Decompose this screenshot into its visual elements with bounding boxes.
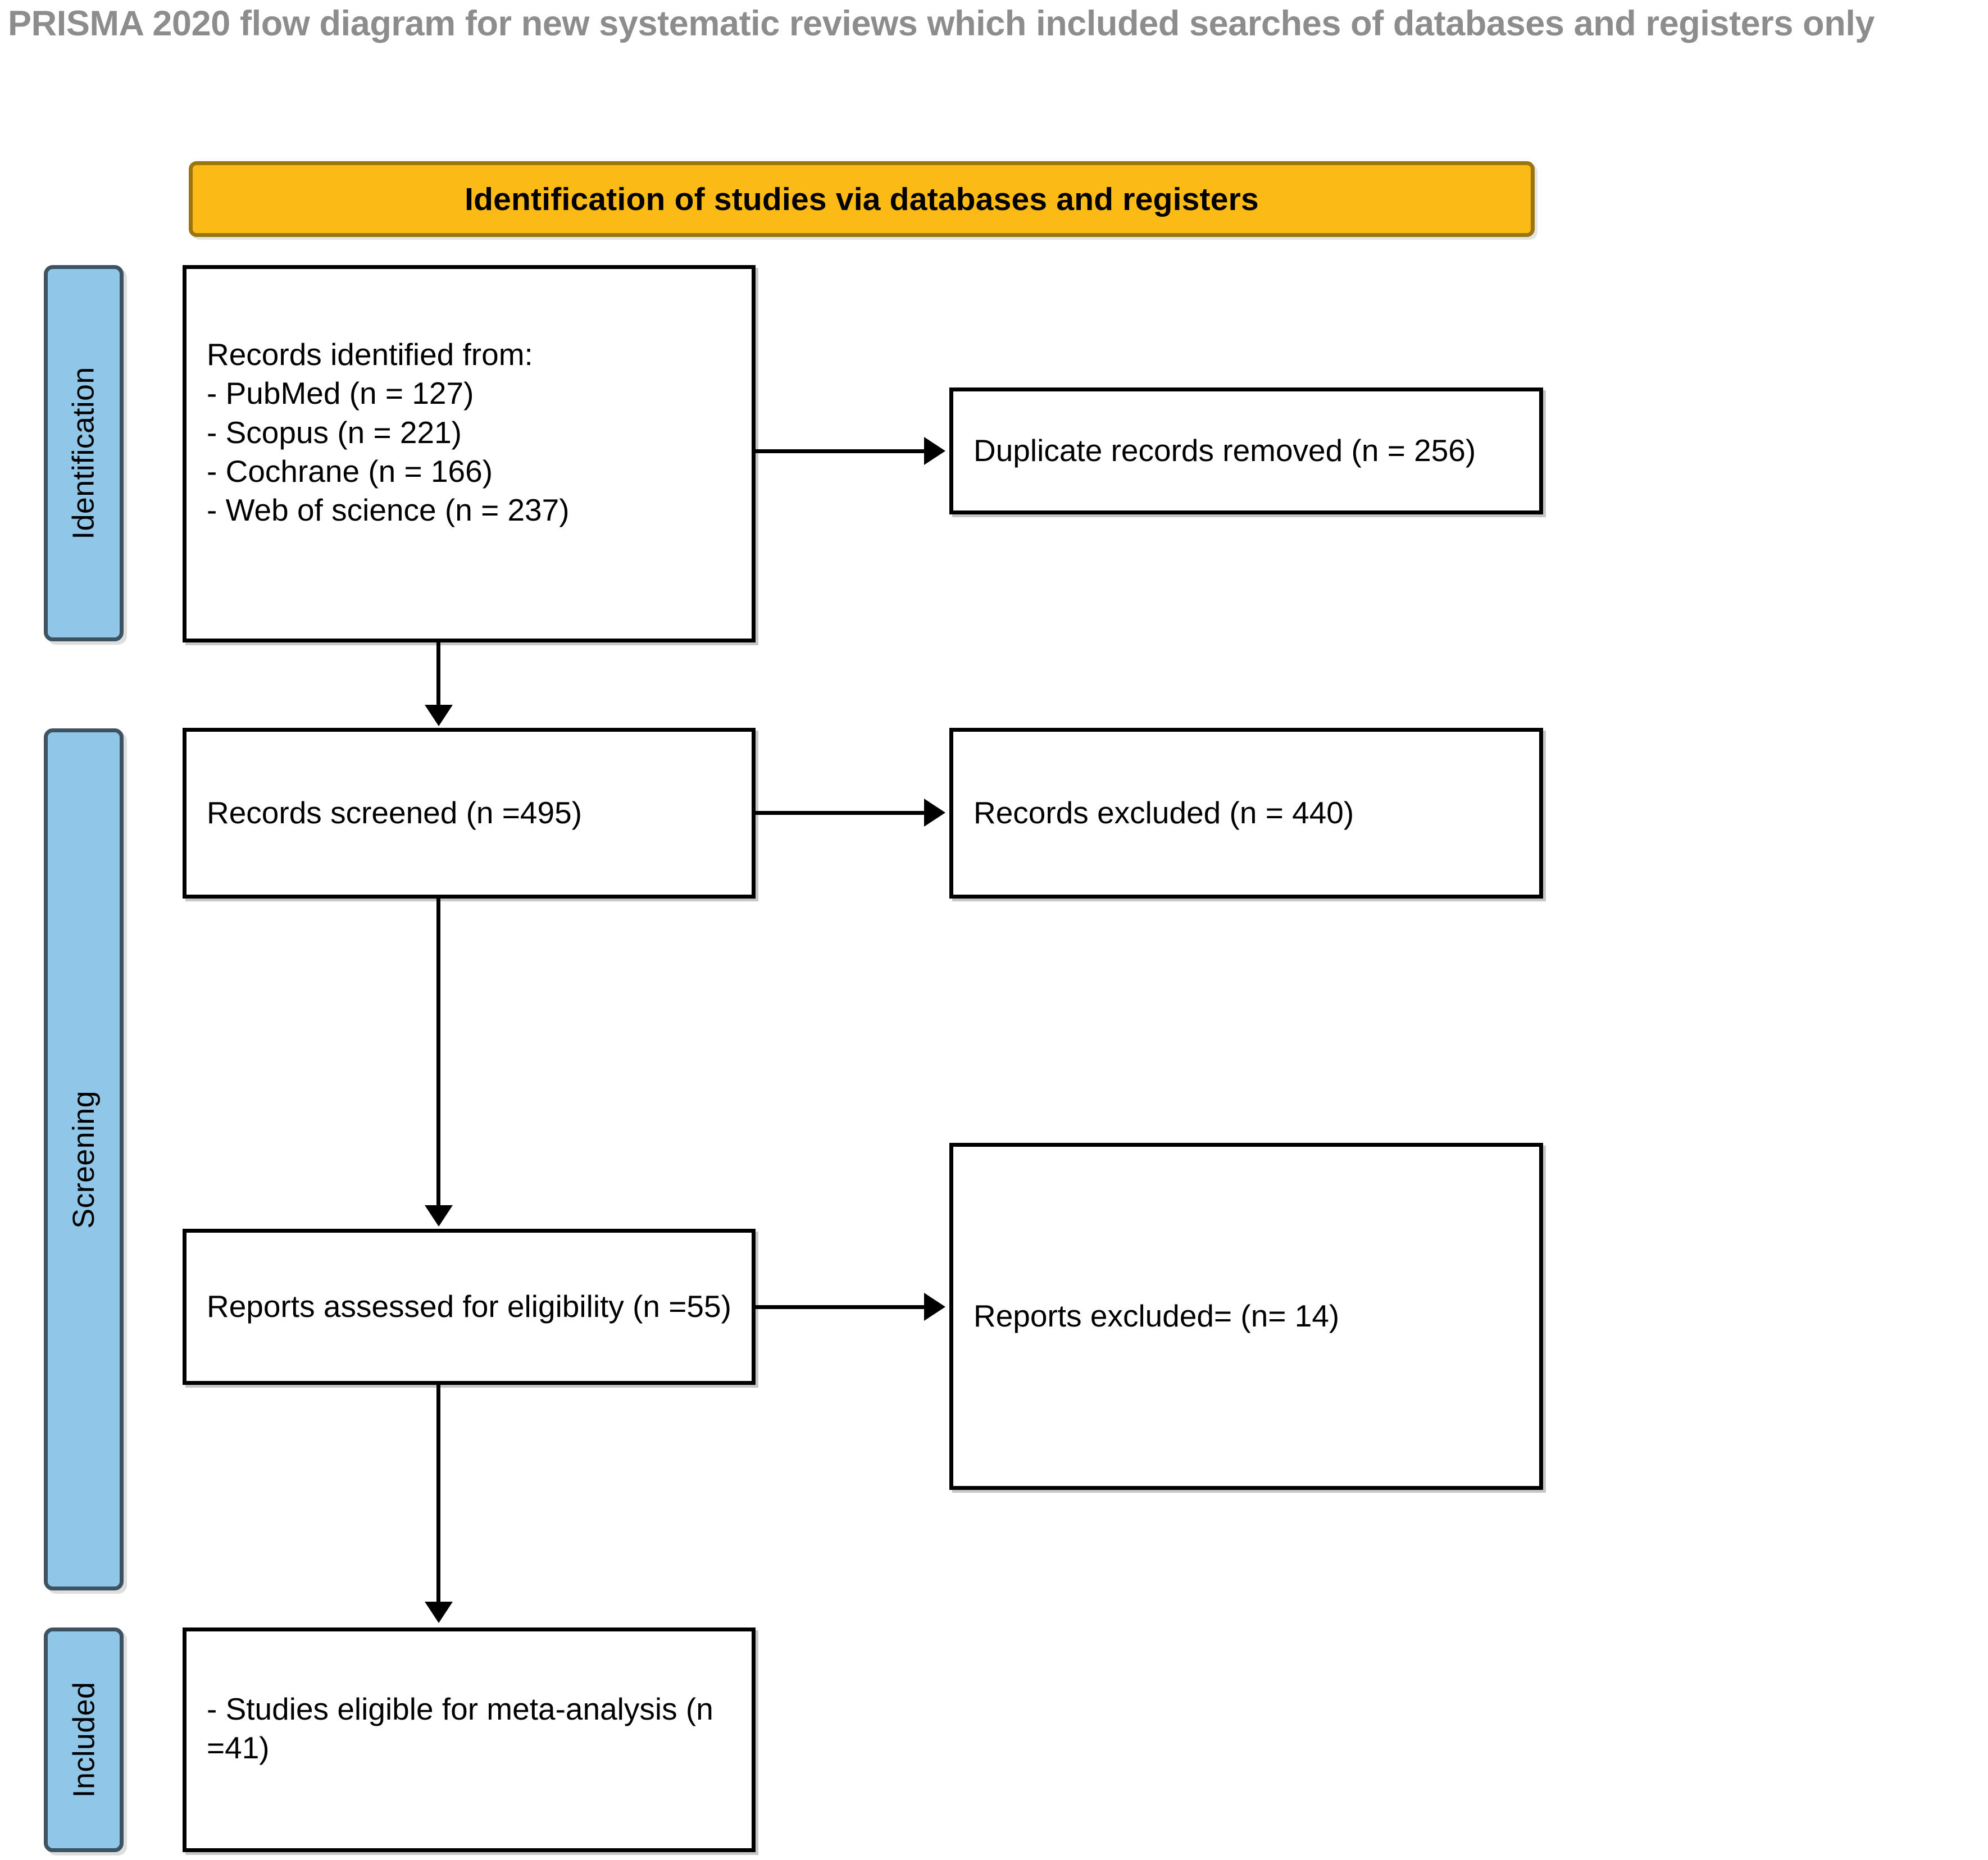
stage-bar-identification: Identification (44, 265, 124, 641)
node-records-identified-text: Records identified from: - PubMed (n = 1… (207, 337, 570, 528)
arrowhead-screened-to-assessed (425, 1205, 453, 1227)
node-reports-assessed-text: Reports assessed for eligibility (n =55) (207, 1289, 731, 1324)
arrowhead-identified-to-duplicates (924, 437, 945, 465)
arrowhead-identified-to-screened (425, 705, 453, 726)
arrowhead-assessed-to-eligible (425, 1602, 453, 1623)
node-records-excluded-text: Records excluded (n = 440) (973, 795, 1354, 831)
node-records-identified: Records identified from: - PubMed (n = 1… (183, 265, 756, 642)
node-duplicates-removed-text: Duplicate records removed (n = 256) (973, 433, 1476, 468)
connector-screened-to-excluded (756, 811, 924, 815)
stage-bar-screening: Screening (44, 728, 124, 1590)
node-studies-eligible: - Studies eligible for meta-analysis (n … (183, 1628, 756, 1852)
node-reports-assessed: Reports assessed for eligibility (n =55) (183, 1229, 756, 1385)
arrowhead-screened-to-excluded (924, 799, 945, 827)
stage-label-included: Included (67, 1681, 101, 1798)
node-records-excluded: Records excluded (n = 440) (949, 728, 1543, 899)
node-reports-excluded: Reports excluded= (n= 14) (949, 1143, 1543, 1490)
node-records-screened-text: Records screened (n =495) (207, 795, 583, 831)
connector-assessed-to-reports-excluded (756, 1305, 924, 1309)
page-title: PRISMA 2020 flow diagram for new systema… (8, 4, 1875, 43)
stage-label-screening: Screening (67, 1090, 101, 1229)
node-duplicates-removed: Duplicate records removed (n = 256) (949, 388, 1543, 514)
stage-bar-included: Included (44, 1628, 124, 1852)
connector-identified-to-screened (436, 642, 440, 707)
stage-label-identification: Identification (67, 367, 101, 540)
connector-assessed-to-eligible (436, 1385, 440, 1604)
node-studies-eligible-text: - Studies eligible for meta-analysis (n … (207, 1692, 713, 1766)
phase-banner-label: Identification of studies via databases … (465, 181, 1259, 217)
node-records-screened: Records screened (n =495) (183, 728, 756, 899)
connector-identified-to-duplicates (756, 449, 924, 453)
connector-screened-to-assessed (436, 899, 440, 1207)
arrowhead-assessed-to-reports-excluded (924, 1293, 945, 1321)
phase-banner-identification: Identification of studies via databases … (189, 161, 1535, 237)
node-reports-excluded-text: Reports excluded= (n= 14) (973, 1298, 1340, 1334)
